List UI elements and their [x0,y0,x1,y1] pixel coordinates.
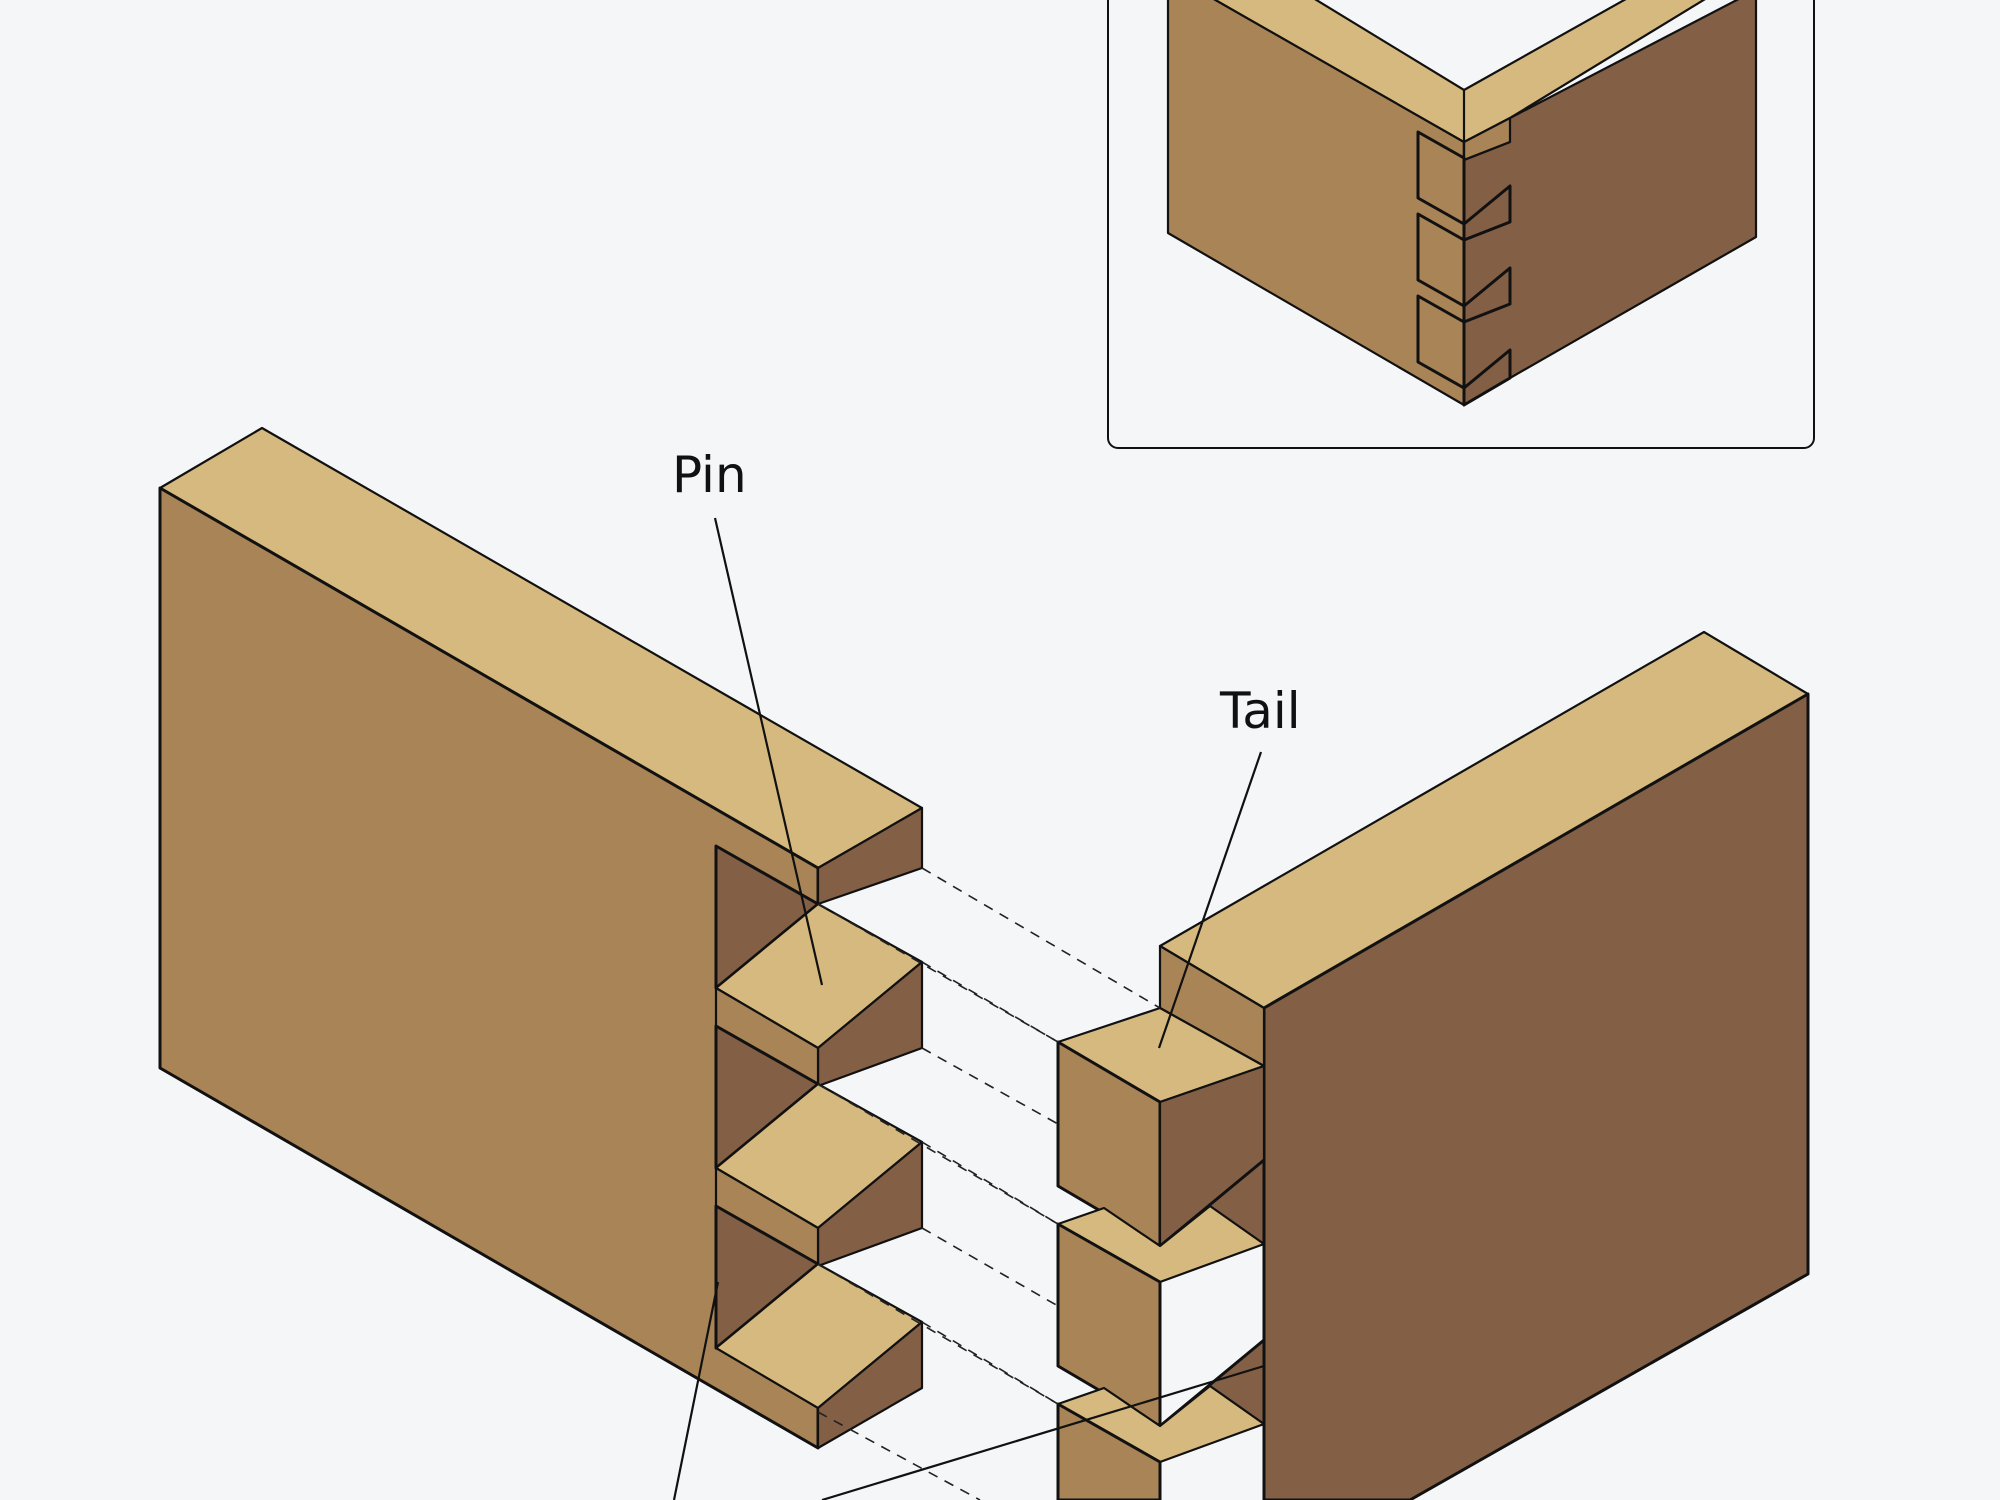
pin-socket-2 [714,1024,924,1268]
pin-label: Pin [672,446,747,504]
leader-lines [672,517,1265,1500]
tail-3-face [1056,1402,1162,1500]
inset-dovetails [1416,130,1512,407]
guide-7 [921,1227,1059,1307]
guide-4 [921,1047,1059,1125]
assembled-joint-inset [1107,0,1815,449]
tail-2 [1056,1204,1266,1428]
tail-3 [1056,1384,1266,1500]
alignment-guides [817,867,1161,1500]
guide-6 [921,1141,1059,1225]
lower-leader-right [821,1364,1265,1500]
tail-board [1056,630,1810,1500]
pin-leader [713,517,824,986]
tail-label: Tail [1219,682,1301,740]
guide-3 [921,961,1059,1043]
inset-frame [1107,0,1815,449]
socket-3-cheek [816,1320,924,1450]
guide-1 [921,867,1161,1009]
guide-10 [817,1411,981,1500]
inset-right-board-top [1462,0,1706,144]
lower-leader-left [672,1281,720,1500]
tail-leader [1157,751,1263,1049]
inset-tail-edge [1463,140,1511,162]
tail-1 [1056,1006,1266,1248]
pin-board [158,426,924,1450]
guide-9 [921,1321,1059,1405]
pin-socket-3 [714,1204,924,1450]
